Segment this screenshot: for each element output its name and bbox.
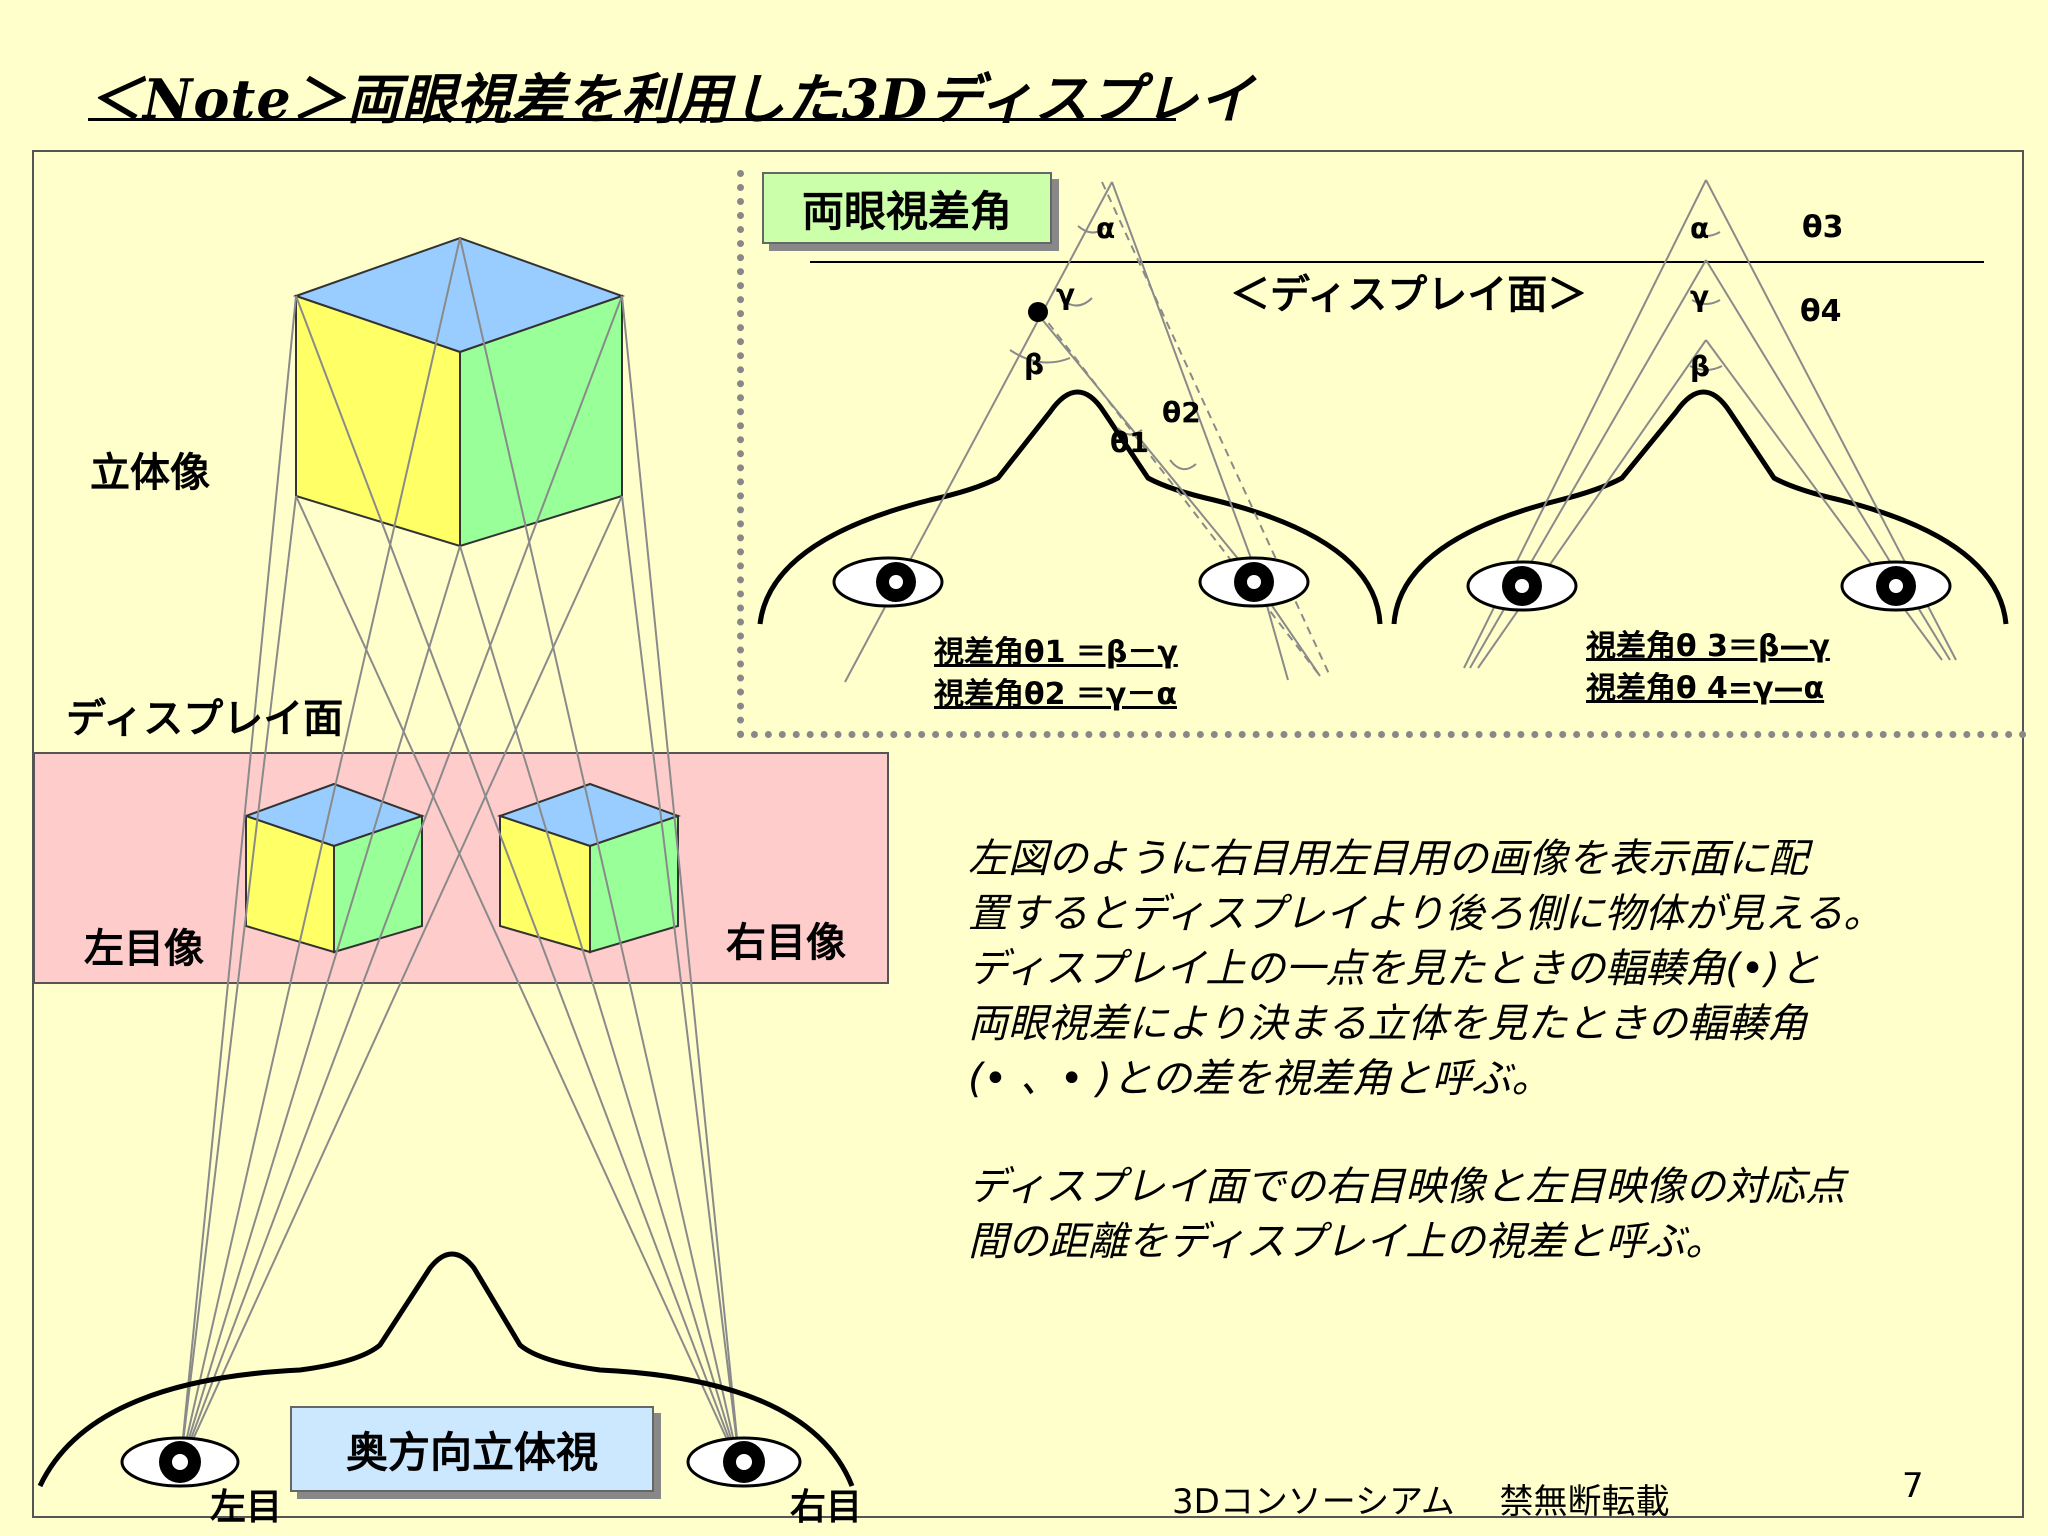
description-line: 間の距離をディスプレイ上の視差と呼ぶ。 <box>968 1219 1726 1265</box>
binocular-panel-border <box>737 170 2027 738</box>
left-eye-label: 左目 <box>210 1487 283 1528</box>
panel-left-eye-left <box>832 556 944 608</box>
theta3-label: θ3 <box>1802 210 1844 245</box>
formula-theta2: 視差角θ2 ＝γ－α <box>934 677 1177 712</box>
gamma-label-left: γ <box>1056 278 1076 311</box>
theta4-label: θ4 <box>1800 294 1842 329</box>
alpha-label-right: α <box>1690 212 1710 245</box>
stereo-image-label: 立体像 <box>90 450 210 496</box>
display-plane-panel-label: ＜ディスプレイ面＞ <box>1230 272 1588 318</box>
left-eye-cube <box>242 782 426 954</box>
footer-credit: 3Dコンソーシアム 禁無断転載 <box>1172 1482 1670 1522</box>
right-eye-image-label: 右目像 <box>726 920 846 966</box>
formula-theta3: 視差角θ 3＝β—γ <box>1586 629 1830 664</box>
description-paragraph-2: ディスプレイ面での右目映像と左目映像の対応点 間の距離をディスプレイ上の視差と呼… <box>968 1160 1845 1270</box>
theta2-label: θ2 <box>1162 396 1201 429</box>
stereo-cube <box>292 236 626 548</box>
description-paragraph-1: 左図のように右目用左目用の画像を表示面に配 置するとディスプレイより後ろ側に物体… <box>968 832 1883 1107</box>
formula-theta1: 視差角θ1 ＝β－γ <box>934 635 1178 670</box>
formula-theta4: 視差角θ 4=γ—α <box>1586 671 1825 706</box>
gamma-label-right: γ <box>1690 280 1710 313</box>
depth-stereo-tag: 奥方向立体視 <box>290 1406 654 1492</box>
description-line: 左図のように右目用左目用の画像を表示面に配 <box>968 836 1808 882</box>
page-number: 7 <box>1902 1466 1924 1506</box>
binocular-angle-tag: 両眼視差角 <box>762 172 1052 244</box>
beta-label-left: β <box>1024 348 1045 381</box>
face-outline-bottom <box>37 1251 855 1488</box>
description-line: ディスプレイ上の一点を見たときの輻輳角(•)と <box>968 946 1821 992</box>
title-underline <box>88 118 1176 121</box>
description-line: 両眼視差により決まる立体を見たときの輻輳角 <box>968 1001 1808 1047</box>
theta1-label: θ1 <box>1110 426 1149 459</box>
panel-right-eye-right <box>1840 560 1952 612</box>
panel-left-eye-right <box>1198 556 1310 608</box>
face-outline-panel-left <box>757 389 1383 625</box>
right-eye-label: 右目 <box>790 1487 863 1528</box>
face-outline-panel-right <box>1391 389 2009 625</box>
description-line: ディスプレイ面での右目映像と左目映像の対応点 <box>968 1164 1846 1210</box>
display-plane-label: ディスプレイ面 <box>66 696 344 742</box>
left-eye-icon <box>120 1436 240 1488</box>
description-line: 置するとディスプレイより後ろ側に物体が見える。 <box>968 891 1884 937</box>
right-eye-cube <box>496 782 682 954</box>
right-eye-icon <box>686 1436 802 1488</box>
left-eye-image-label: 左目像 <box>84 926 204 972</box>
alpha-label-left: α <box>1096 212 1116 245</box>
display-plane-band <box>33 752 889 984</box>
panel-right-eye-left <box>1466 560 1578 612</box>
description-line: (• 、• )との差を視差角と呼ぶ。 <box>968 1056 1552 1102</box>
beta-label-right: β <box>1690 350 1711 383</box>
sight-lines <box>179 237 741 1469</box>
convergence-point <box>1028 302 1048 322</box>
